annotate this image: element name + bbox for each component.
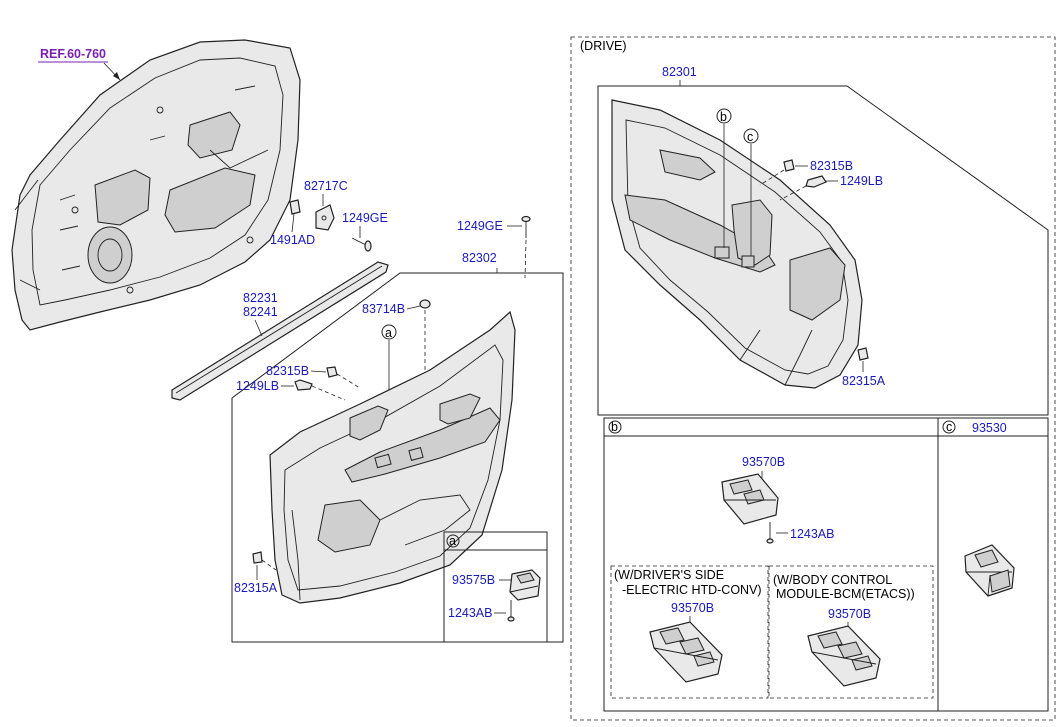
dash-1249GE-b: [524, 239, 527, 279]
door-trim-panel-82302: [269, 310, 516, 604]
label-82231[interactable]: 82231: [243, 291, 278, 305]
label-1243AB-a[interactable]: 1243AB: [448, 606, 492, 620]
window-switch-93570B-bcm: [807, 625, 881, 687]
detail-box-c: [937, 417, 1049, 712]
window-switch-93570B-main: [721, 473, 779, 525]
window-switch-93570B-heated: [649, 621, 723, 683]
ref-arrowhead: [113, 72, 120, 80]
clip-1491AD: [289, 199, 301, 215]
label-93575B[interactable]: 93575B: [452, 573, 495, 587]
label-82315B-left[interactable]: 82315B: [266, 364, 309, 378]
door-trim-panel-82301: [611, 99, 863, 389]
label-93570B-main[interactable]: 93570B: [742, 455, 785, 469]
frame-82302: [231, 272, 564, 643]
label-1249GE-a[interactable]: 1249GE: [342, 211, 388, 225]
variant-heated-line2[interactable]: -ELECTRIC HTD-CONV): [622, 583, 762, 597]
detail-box-c-letter[interactable]: c: [946, 420, 952, 434]
clip-82315A-right: [857, 347, 869, 361]
bracket-82717C: [315, 204, 335, 231]
detail-box-b-letter[interactable]: b: [611, 420, 618, 434]
leader-82315B-left: [310, 370, 327, 373]
screw-1243AB-b: [766, 522, 774, 544]
detail-box-a-letter[interactable]: a: [449, 534, 456, 548]
leader-1491AD: [291, 213, 295, 233]
label-82241[interactable]: 82241: [243, 305, 278, 319]
dash-1249LB-right: [779, 185, 807, 201]
switch-93575B: [509, 569, 541, 601]
callout-a-circle: [381, 324, 397, 340]
label-82315A-right[interactable]: 82315A: [842, 374, 886, 388]
screw-1243AB-a: [507, 600, 515, 622]
label-82301[interactable]: 82301: [662, 65, 697, 79]
drive-section-box: [570, 36, 1056, 721]
callout-b-circle: [716, 108, 732, 124]
drive-section-title[interactable]: (DRIVE): [580, 39, 627, 53]
variant-bcm-line1[interactable]: (W/BODY CONTROL: [773, 573, 892, 587]
screw-1249LB-right: [805, 175, 827, 188]
screw-1249GE-a: [351, 237, 372, 252]
callout-b[interactable]: b: [720, 110, 727, 124]
label-1243AB-b[interactable]: 1243AB: [790, 527, 834, 541]
clip-82315B-left: [326, 366, 338, 378]
label-1491AD[interactable]: 1491AD: [270, 233, 315, 247]
dash-82315A-left: [261, 559, 277, 571]
leader-82231: [254, 319, 263, 337]
label-93530[interactable]: 93530: [972, 421, 1007, 435]
variant-heated-line1[interactable]: (W/DRIVER'S SIDE: [614, 568, 724, 582]
frame-82301: [597, 85, 1049, 416]
label-82315A-left[interactable]: 82315A: [234, 581, 278, 595]
clip-82315B-right: [783, 159, 795, 172]
detail-box-a: [443, 531, 548, 643]
callout-c[interactable]: c: [747, 130, 753, 144]
label-82315B-right[interactable]: 82315B: [810, 159, 853, 173]
label-82302[interactable]: 82302: [462, 251, 497, 265]
label-1249GE-b[interactable]: 1249GE: [457, 219, 503, 233]
leader-83714B: [406, 305, 421, 310]
detail-box-c-circle: [942, 420, 956, 434]
callout-a[interactable]: a: [385, 326, 392, 340]
detail-box-b-circle: [608, 420, 622, 434]
clip-82315A-left: [252, 551, 263, 564]
dash-82315B-right: [759, 169, 785, 186]
variant-box-heated: [610, 565, 769, 699]
callout-c-circle: [743, 128, 759, 144]
label-1249LB-right[interactable]: 1249LB: [840, 174, 883, 188]
label-1249LB-left[interactable]: 1249LB: [236, 379, 279, 393]
screw-1249LB-left: [294, 379, 313, 391]
switch-93530: [964, 544, 1015, 597]
dash-1249LB-left: [311, 385, 346, 401]
dash-82315B-left: [336, 373, 361, 389]
clip-83714B: [419, 299, 431, 309]
label-93570B-bcm[interactable]: 93570B: [828, 607, 871, 621]
ref-label[interactable]: REF.60-760: [40, 47, 106, 61]
variant-bcm-line2[interactable]: MODULE-BCM(ETACS)): [776, 587, 915, 601]
screw-1249GE-b: [521, 215, 531, 238]
detail-box-a-circle: [446, 534, 460, 548]
weatherstrip-82231: [171, 261, 389, 401]
label-82717C[interactable]: 82717C: [304, 179, 348, 193]
variant-box-bcm: [768, 565, 934, 699]
door-frame-illustration: [11, 39, 301, 331]
label-83714B[interactable]: 83714B: [362, 302, 405, 316]
label-93570B-heated[interactable]: 93570B: [671, 601, 714, 615]
